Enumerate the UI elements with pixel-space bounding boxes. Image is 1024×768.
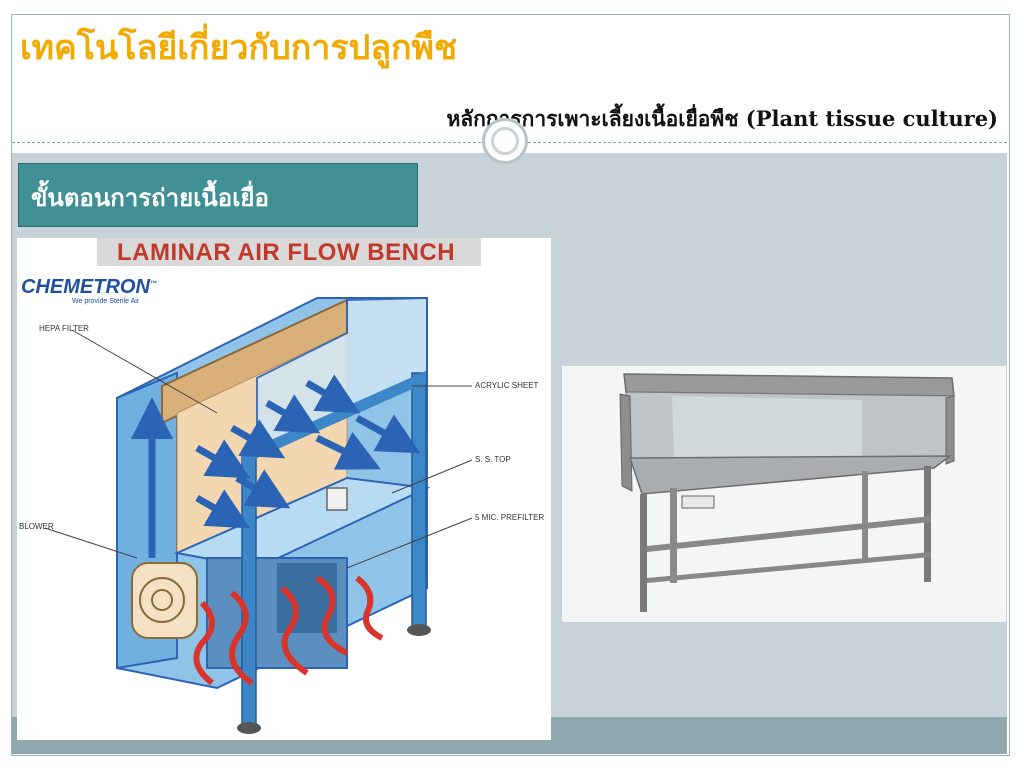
callout-acrylic-sheet: ACRYLIC SHEET [475,381,539,390]
diagram-title-bar: LAMINAR AIR FLOW BENCH [97,238,481,266]
callout-hepa-filter: HEPA FILTER [39,324,89,333]
brand-tm: ™ [149,280,157,288]
brand-tagline: We provide Sterile Air [72,298,140,305]
bench-illustration [44,296,473,734]
slide-title: เทคโนโลยีเกี่ยวกับการปลูกพืช [20,28,458,68]
callout-prefilter: 5 MIC. PREFILTER [475,513,545,522]
section-label: ขั้นตอนการถ่ายเนื้อเยื่อ [31,183,269,212]
laminar-flow-bench-photo [562,366,1006,622]
callout-ss-top: S. S. TOP [475,455,511,464]
circle-ornament-icon [482,118,528,164]
slide-subtitle: หลักการการเพาะเลี้ยงเนื้อเยื่อพืช (Plant… [446,106,998,131]
brand-logo: CHEMETRON™ [21,276,157,299]
brand-name: CHEMETRON [21,276,150,298]
diagram-title: LAMINAR AIR FLOW BENCH [117,239,456,266]
section-header: ขั้นตอนการถ่ายเนื้อเยื่อ [18,163,418,227]
laminar-airflow-diagram: LAMINAR AIR FLOW BENCH CHEMETRON™ We pro… [17,238,551,740]
callout-blower: BLOWER [19,522,54,531]
bench-photo-illustration [562,366,1006,622]
